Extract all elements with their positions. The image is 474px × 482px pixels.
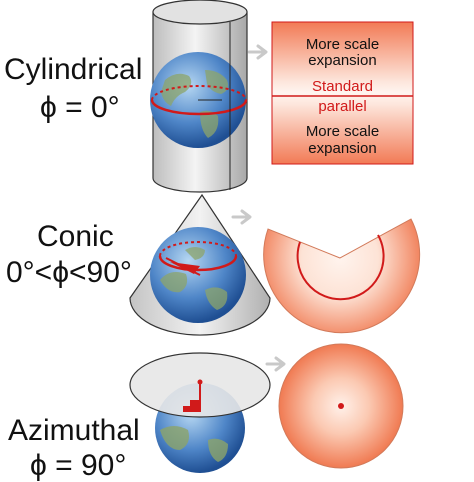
conic-map: [263, 218, 421, 334]
arrow-icon: [265, 356, 286, 372]
bottom-expansion-line1: More scale: [305, 123, 380, 140]
azimuthal-angle: ϕ = 90°: [30, 449, 127, 482]
conic-label: Conic: [37, 220, 114, 253]
cylindrical-map: [271, 21, 414, 165]
cylinder-figure: [150, 0, 248, 193]
azimuthal-label: Azimuthal: [8, 414, 140, 447]
cylindrical-angle: ϕ = 0°: [40, 91, 120, 124]
arrow-icon: [247, 44, 268, 60]
arrow-icon: [231, 209, 252, 225]
cone-figure: [129, 193, 271, 336]
bottom-expansion-line2: expansion: [308, 140, 377, 157]
azimuthal-map: [278, 343, 404, 469]
cylindrical-label: Cylindrical: [4, 53, 143, 86]
top-expansion-line1: More scale: [305, 36, 380, 53]
standard-parallel-line2: parallel: [318, 98, 367, 115]
standard-parallel-line1: Standard: [312, 78, 373, 95]
top-expansion-line2: expansion: [308, 52, 377, 69]
azimuthal-figure: [129, 352, 271, 473]
conic-angle: 0°<ϕ<90°: [6, 256, 132, 289]
